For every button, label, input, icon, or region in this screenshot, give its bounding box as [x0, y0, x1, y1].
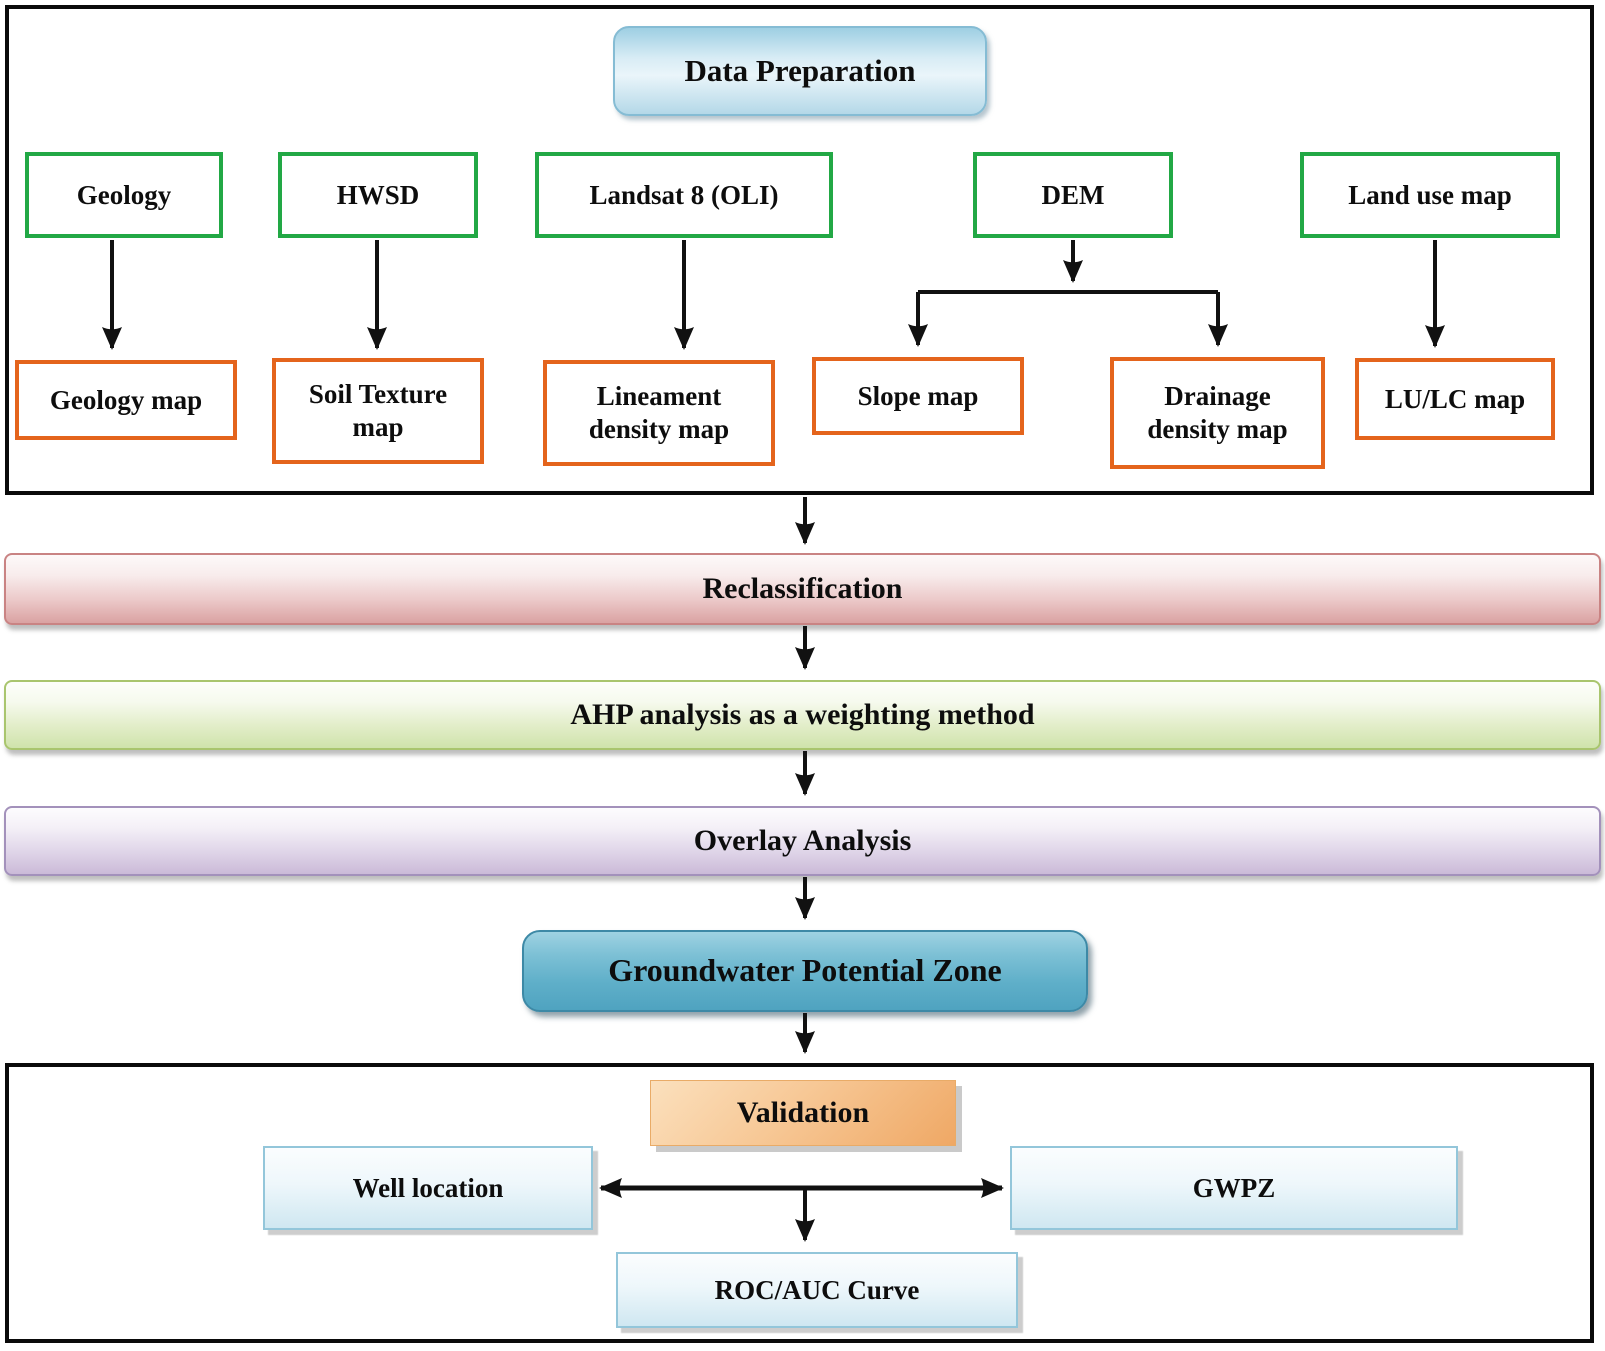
node-well-location: Well location: [263, 1146, 593, 1230]
node-dem: DEM: [973, 152, 1173, 238]
node-data-preparation: Data Preparation: [613, 26, 987, 116]
node-slope-map: Slope map: [812, 357, 1024, 435]
step-ahp-analysis: AHP analysis as a weighting method: [4, 680, 1601, 750]
node-geology-map: Geology map: [15, 360, 237, 440]
node-soil-texture-map: Soil Texture map: [272, 358, 484, 464]
node-validation: Validation: [650, 1080, 956, 1146]
node-geology: Geology: [25, 152, 223, 238]
step-overlay-analysis: Overlay Analysis: [4, 806, 1601, 876]
node-lulc-map: LU/LC map: [1355, 358, 1555, 440]
node-gwpz-result: GWPZ: [1010, 1146, 1458, 1230]
node-drainage-density-map: Drainage density map: [1110, 357, 1325, 469]
node-roc-auc-curve: ROC/AUC Curve: [616, 1252, 1018, 1328]
step-reclassification: Reclassification: [4, 553, 1601, 625]
node-hwsd: HWSD: [278, 152, 478, 238]
node-groundwater-potential-zone: Groundwater Potential Zone: [522, 930, 1088, 1012]
node-landsat-8-oli: Landsat 8 (OLI): [535, 152, 833, 238]
node-land-use-map: Land use map: [1300, 152, 1560, 238]
node-lineament-density-map: Lineament density map: [543, 360, 775, 466]
